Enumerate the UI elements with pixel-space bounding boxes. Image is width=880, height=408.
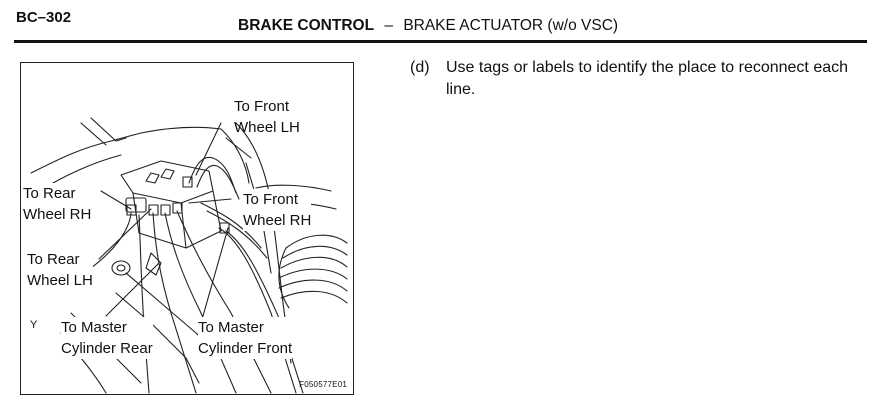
label-to-master-cylinder-rear: To Master Cylinder Rear	[61, 317, 153, 359]
label-to-front-wheel-lh: To Front Wheel LH	[234, 98, 300, 136]
figure-marker: Y	[30, 319, 38, 331]
section-title: BRAKE CONTROL – BRAKE ACTUATOR (w/o VSC)	[238, 17, 618, 35]
header-rule	[14, 40, 867, 43]
section-title-sub: BRAKE ACTUATOR (w/o VSC)	[403, 17, 619, 34]
step-text: Use tags or labels to identify the place…	[446, 59, 849, 98]
title-separator: –	[384, 17, 393, 34]
label-to-rear-wheel-lh: To Rear Wheel LH	[27, 249, 93, 291]
brake-actuator-illustration: To Front Wheel LH To Rear Wheel RH To Fr…	[20, 62, 354, 395]
page-number: BC–302	[16, 9, 72, 26]
step-number: (d)	[410, 59, 430, 76]
figure-code: F050577E01	[299, 380, 347, 389]
label-to-front-wheel-rh: To Front Wheel RH	[243, 189, 312, 231]
section-title-main: BRAKE CONTROL	[238, 17, 375, 34]
label-to-rear-wheel-rh: To Rear Wheel RH	[23, 183, 92, 225]
label-to-master-cylinder-front: To Master Cylinder Front	[198, 317, 293, 359]
